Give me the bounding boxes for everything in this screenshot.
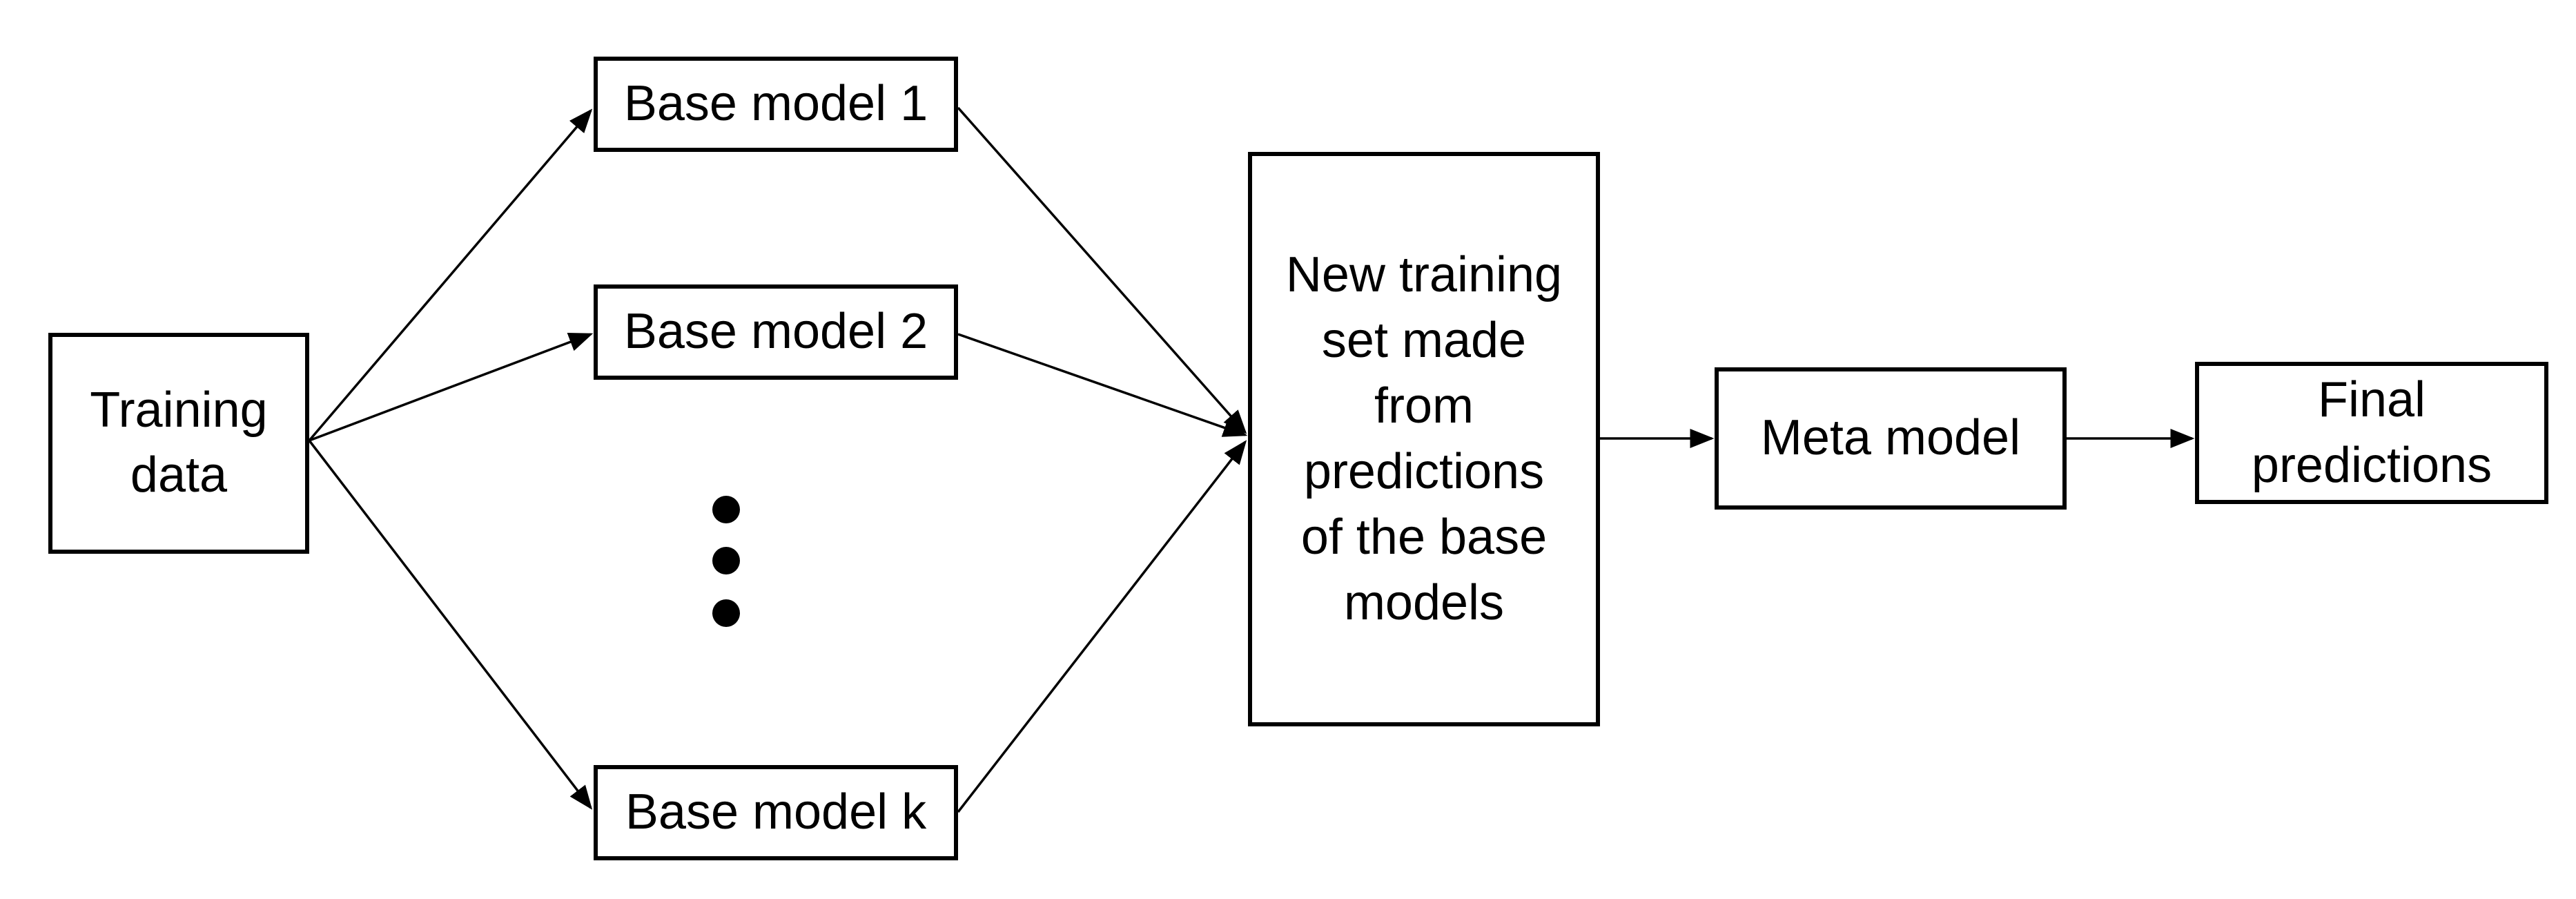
meta-model-node: Meta model	[1715, 367, 2067, 510]
arrow-training-to-base1	[308, 108, 593, 442]
meta-model-label: Meta model	[1760, 410, 2021, 466]
final-predictions-label: Final predictions	[2251, 371, 2492, 493]
base-model-k-node: Base model k	[594, 765, 958, 860]
arrow-base1-to-newset	[957, 106, 1247, 434]
new-training-set-node: New training set made from predictions o…	[1248, 152, 1600, 726]
arrow-base2-to-newset	[957, 333, 1248, 437]
arrow-basek-to-newset	[957, 440, 1247, 813]
base-model-1-label: Base model 1	[623, 76, 928, 132]
arrow-training-to-basek	[308, 439, 593, 810]
base-model-2-label: Base model 2	[623, 304, 928, 360]
ellipsis-dot-3	[712, 599, 740, 627]
ellipsis-dot-1	[712, 496, 740, 523]
final-predictions-node: Final predictions	[2195, 362, 2548, 504]
training-data-node: Training data	[48, 333, 309, 554]
new-training-set-label: New training set made from predictions o…	[1285, 246, 1563, 631]
arrow-training-to-base2	[309, 333, 594, 442]
training-data-label: Training data	[90, 383, 268, 503]
ellipsis-dot-2	[712, 547, 740, 574]
base-model-k-label: Base model k	[625, 784, 927, 840]
base-model-2-node: Base model 2	[594, 284, 958, 380]
base-model-1-node: Base model 1	[594, 57, 958, 152]
